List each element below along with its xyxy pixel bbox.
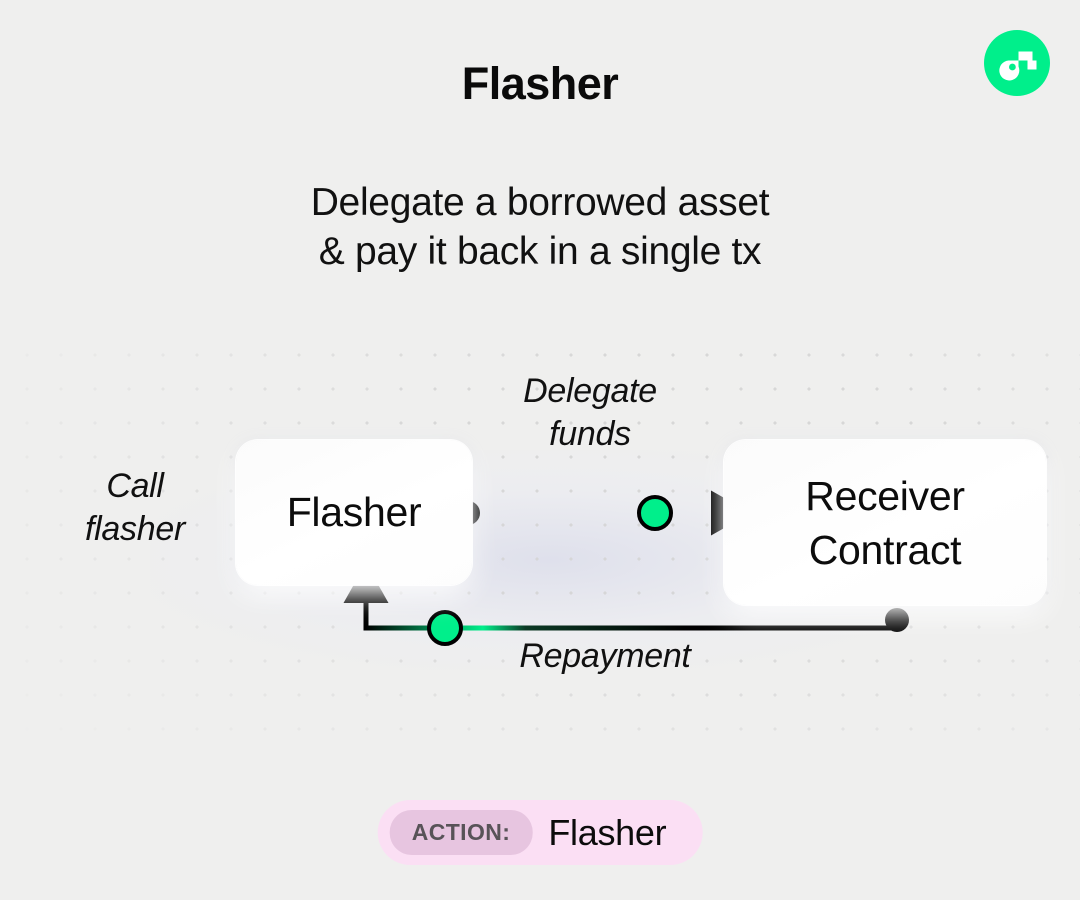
label-delegate-line-1: Delegate bbox=[523, 372, 657, 410]
connector-repayment bbox=[343, 563, 909, 646]
node-receiver-label-line-2: Contract bbox=[808, 526, 962, 573]
node-flasher[interactable]: Flasher bbox=[236, 440, 472, 585]
node-receiver-contract[interactable]: Receiver Contract bbox=[724, 440, 1046, 605]
connector-delegate-funds bbox=[456, 490, 751, 536]
label-call-flasher: Call flasher bbox=[30, 465, 240, 551]
flow-logo bbox=[984, 30, 1050, 96]
label-repayment: Repayment bbox=[519, 637, 691, 675]
node-flasher-label: Flasher bbox=[286, 489, 422, 535]
node-receiver-label-line-1: Receiver bbox=[805, 472, 965, 519]
page-title: Flasher bbox=[461, 58, 619, 109]
action-badge-value: Flasher bbox=[548, 811, 667, 853]
label-delegate-line-2: funds bbox=[549, 415, 631, 453]
label-call-line-1: Call bbox=[106, 467, 164, 505]
action-badge-chip: ACTION: bbox=[389, 810, 533, 855]
diagram-connectors bbox=[343, 490, 909, 646]
action-badge[interactable]: ACTION: Flasher bbox=[377, 800, 703, 865]
repayment-source-dot bbox=[885, 608, 909, 632]
repayment-token-dot bbox=[427, 610, 463, 646]
delegate-token-dot bbox=[637, 495, 673, 531]
label-delegate-funds: Delegate funds bbox=[455, 370, 725, 456]
subtitle-line-2: & pay it back in a single tx bbox=[318, 230, 762, 273]
flow-logo-mark bbox=[999, 51, 1037, 81]
page-subtitle: Delegate a borrowed asset & pay it back … bbox=[0, 178, 1080, 276]
node-receiver-label: Receiver Contract bbox=[805, 469, 965, 577]
flow-diagram: Flasher Receiver Contract Call flasher D… bbox=[0, 330, 1080, 760]
subtitle-line-1: Delegate a borrowed asset bbox=[310, 181, 770, 224]
label-call-line-2: flasher bbox=[85, 510, 185, 548]
